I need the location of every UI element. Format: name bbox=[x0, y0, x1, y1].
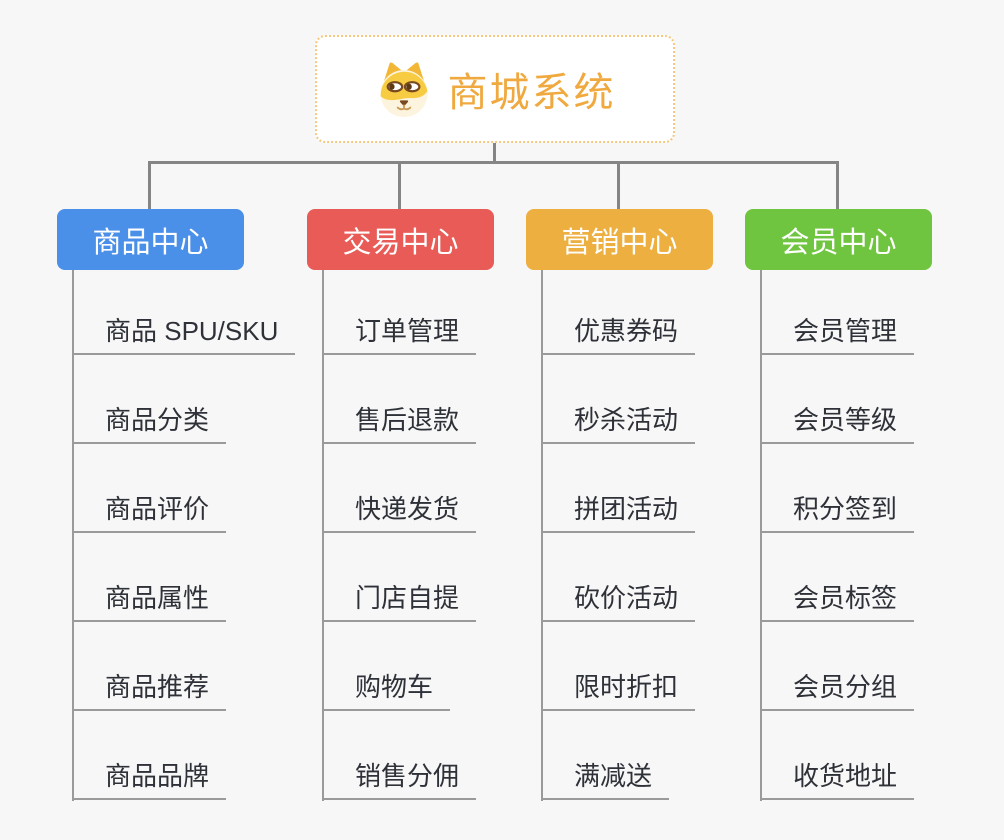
branch-label: 交易中心 bbox=[342, 226, 459, 259]
leaf-node[interactable]: 限时折扣 bbox=[541, 671, 696, 711]
root-node[interactable]: 商城系统 bbox=[315, 35, 675, 143]
leaf-node[interactable]: 砍价活动 bbox=[541, 582, 696, 622]
branch-label: 商品中心 bbox=[92, 226, 209, 259]
leaf-node[interactable]: 秒杀活动 bbox=[541, 404, 696, 444]
leaf-node[interactable]: 会员管理 bbox=[760, 315, 915, 355]
connector-column-line-trade bbox=[322, 270, 324, 801]
leaf-node[interactable]: 商品属性 bbox=[72, 582, 227, 622]
leaf-node[interactable]: 商品推荐 bbox=[72, 671, 227, 711]
leaf-node[interactable]: 商品分类 bbox=[72, 404, 227, 444]
connector-drop-product bbox=[148, 161, 151, 210]
connector-drop-member bbox=[836, 161, 839, 210]
leaf-node[interactable]: 商品评价 bbox=[72, 493, 227, 533]
connector-column-line-marketing bbox=[541, 270, 543, 801]
connector-drop-trade bbox=[398, 161, 401, 210]
connector-column-line-member bbox=[760, 270, 762, 801]
connector-drop-marketing bbox=[617, 161, 620, 210]
leaf-node[interactable]: 会员分组 bbox=[760, 671, 915, 711]
branch-trade-center[interactable]: 交易中心 bbox=[307, 209, 494, 270]
leaf-node[interactable]: 积分签到 bbox=[760, 493, 915, 533]
leaf-node[interactable]: 门店自提 bbox=[322, 582, 477, 622]
leaf-node[interactable]: 售后退款 bbox=[322, 404, 477, 444]
doge-icon bbox=[375, 60, 433, 118]
branch-marketing-center[interactable]: 营销中心 bbox=[526, 209, 713, 270]
connector-column-line-product bbox=[72, 270, 74, 801]
leaf-node[interactable]: 商品 SPU/SKU bbox=[72, 315, 296, 355]
leaf-node[interactable]: 购物车 bbox=[322, 671, 451, 711]
branch-label: 会员中心 bbox=[780, 226, 897, 259]
branch-label: 营销中心 bbox=[561, 226, 678, 259]
branch-product-center[interactable]: 商品中心 bbox=[57, 209, 244, 270]
leaf-node[interactable]: 快递发货 bbox=[322, 493, 477, 533]
leaf-node[interactable]: 订单管理 bbox=[322, 315, 477, 355]
connector-root-stem bbox=[493, 141, 496, 162]
leaf-node[interactable]: 优惠券码 bbox=[541, 315, 696, 355]
root-title: 商城系统 bbox=[447, 71, 616, 115]
leaf-node[interactable]: 商品品牌 bbox=[72, 760, 227, 800]
leaf-node[interactable]: 收货地址 bbox=[760, 760, 915, 800]
leaf-node[interactable]: 拼团活动 bbox=[541, 493, 696, 533]
branch-member-center[interactable]: 会员中心 bbox=[745, 209, 932, 270]
leaf-node[interactable]: 满减送 bbox=[541, 760, 670, 800]
leaf-node[interactable]: 会员标签 bbox=[760, 582, 915, 622]
leaf-node[interactable]: 销售分佣 bbox=[322, 760, 477, 800]
leaf-node[interactable]: 会员等级 bbox=[760, 404, 915, 444]
connector-horizontal-rail bbox=[148, 161, 839, 164]
